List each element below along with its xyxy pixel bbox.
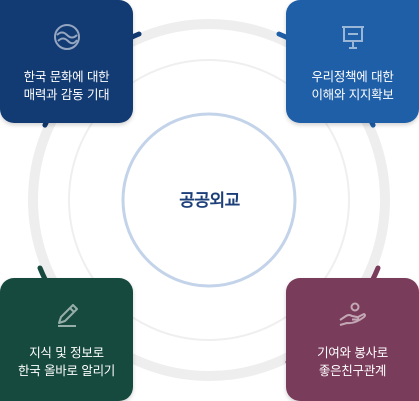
card-knowledge-information: 지식 및 정보로 한국 올바로 알리기 (0, 278, 133, 401)
card-contribution-service-text: 기여와 봉사로 좋은친구관계 (286, 344, 419, 380)
card-korean-culture-line2: 매력과 감동 기대 (23, 87, 110, 102)
card-knowledge-information-line1: 지식 및 정보로 (29, 345, 104, 360)
card-contribution-service-line2: 좋은친구관계 (318, 363, 387, 378)
globe-icon (52, 22, 82, 56)
card-contribution-service: 기여와 봉사로 좋은친구관계 (286, 278, 419, 401)
center-title: 공공외교 (179, 191, 240, 211)
card-korean-culture-text: 한국 문화에 대한 매력과 감동 기대 (0, 68, 133, 104)
card-policy-understanding: 우리정책에 대한 이해와 지지확보 (286, 0, 419, 123)
card-knowledge-information-text: 지식 및 정보로 한국 올바로 알리기 (0, 344, 133, 380)
presentation-board-icon (338, 22, 368, 56)
outer-ring (28, 19, 390, 381)
card-contribution-service-line1: 기여와 봉사로 (317, 345, 388, 360)
card-policy-understanding-line2: 이해와 지지확보 (311, 87, 394, 102)
card-korean-culture-line1: 한국 문화에 대한 (23, 69, 110, 84)
pencil-icon (52, 300, 82, 334)
card-knowledge-information-line2: 한국 올바로 알리기 (18, 363, 115, 378)
card-korean-culture: 한국 문화에 대한 매력과 감동 기대 (0, 0, 133, 123)
middle-ring (68, 59, 350, 341)
inner-ring (121, 112, 297, 288)
card-policy-understanding-line1: 우리정책에 대한 (311, 69, 394, 84)
helping-hand-icon (337, 300, 369, 334)
card-policy-understanding-text: 우리정책에 대한 이해와 지지확보 (286, 68, 419, 104)
